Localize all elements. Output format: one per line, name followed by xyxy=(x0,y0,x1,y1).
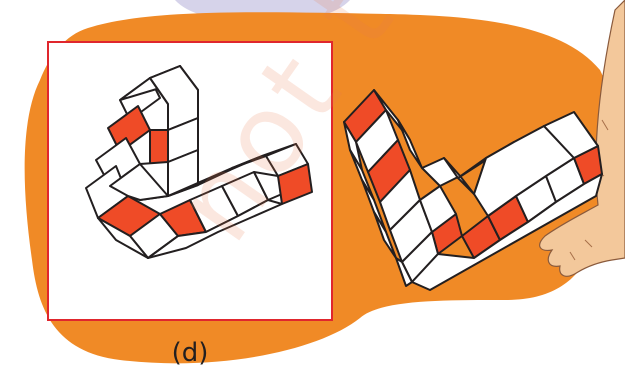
option-label: (d) xyxy=(160,338,220,368)
